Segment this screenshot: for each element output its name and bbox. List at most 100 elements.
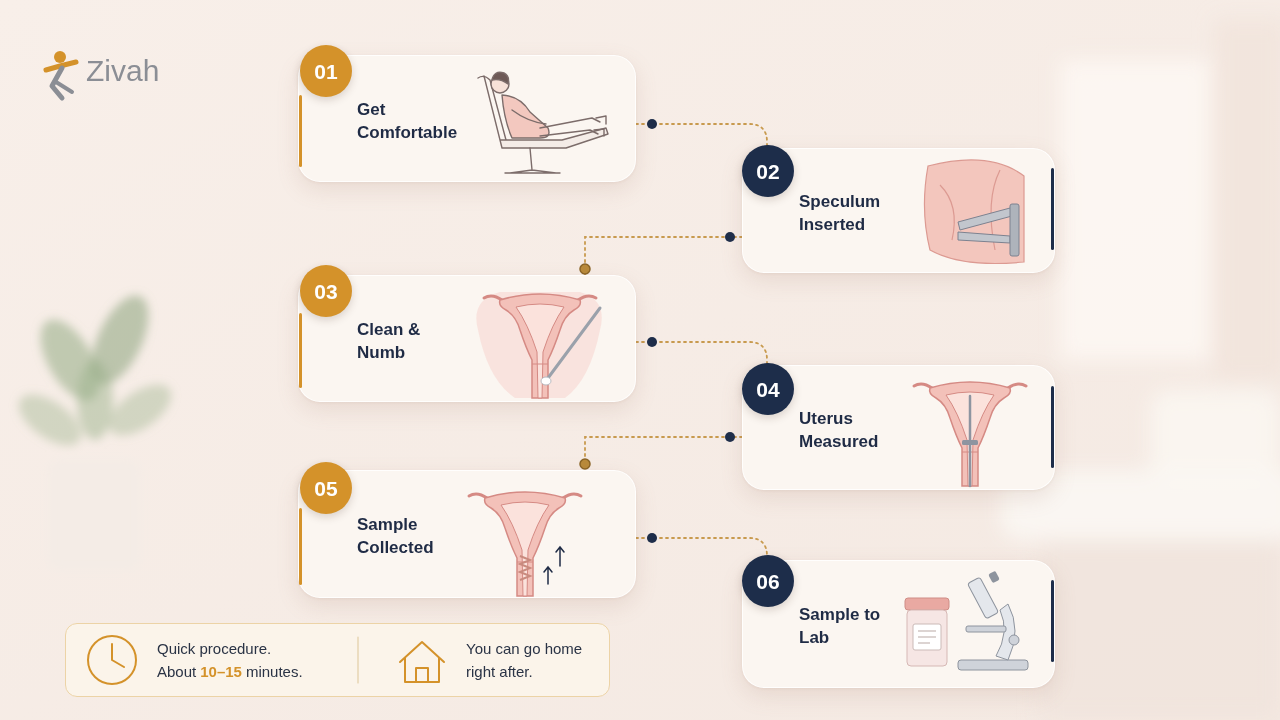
step-card: Sample to Lab 06	[742, 560, 1055, 688]
patient-hair	[492, 72, 509, 84]
swab-stick	[548, 308, 600, 378]
wall-panel	[1215, 20, 1280, 380]
step-card: Get Comfortable01	[298, 55, 636, 182]
house-door	[416, 668, 428, 682]
info-column: Quick procedure. About10–15minutes.	[157, 638, 377, 683]
step-number: 04	[756, 379, 779, 400]
chair-back	[478, 76, 506, 140]
speculum-handle	[1010, 204, 1019, 256]
icon-leg	[56, 82, 72, 92]
accent-bar	[1051, 386, 1054, 468]
brand-name: Zivah	[86, 54, 159, 88]
microscope-tube	[967, 577, 998, 619]
info-note: minutes.	[246, 663, 303, 680]
step-title: Sample to Lab	[799, 604, 909, 650]
dotted-connector	[585, 237, 742, 275]
sample-brush	[520, 556, 530, 580]
speculum-blade	[958, 208, 1012, 230]
microscope-stage	[966, 626, 1006, 632]
icon-arms	[46, 62, 76, 70]
connector-dot	[580, 459, 590, 469]
step-number-badge: 01	[300, 45, 352, 97]
microscope-eyepiece	[988, 571, 1000, 584]
info-line: Quick procedure.	[157, 638, 377, 661]
reclining-patient	[478, 72, 608, 173]
sound-marker	[962, 440, 978, 445]
measuring-illustration	[914, 382, 1026, 486]
leaf	[77, 360, 113, 440]
step-title: Clean & Numb	[357, 319, 467, 365]
house-icon	[400, 642, 444, 682]
swab-tip	[541, 377, 551, 385]
info-line: You can go home right after.	[466, 638, 604, 683]
microscope-base	[958, 660, 1028, 670]
step-number-badge: 04	[742, 363, 794, 415]
up-arrow	[556, 547, 564, 566]
uterus	[914, 382, 1026, 486]
brand-icon	[46, 51, 76, 98]
clock-icon	[88, 636, 136, 684]
dotted-connector	[636, 342, 767, 365]
connector-dot	[647, 119, 657, 129]
patient-dress	[502, 95, 549, 138]
label-lines	[918, 631, 936, 643]
blurred-plant	[10, 287, 180, 570]
step-number-badge: 03	[300, 265, 352, 317]
leaf	[10, 385, 90, 456]
accent-bar	[1051, 168, 1054, 250]
accent-bar	[299, 508, 302, 585]
step-title: Speculum Inserted	[799, 191, 909, 237]
info-icons	[88, 636, 444, 684]
step-title: Sample Collected	[357, 514, 467, 560]
uterine-sound	[969, 396, 972, 486]
icon-body	[52, 68, 62, 98]
info-note: Quick procedure.	[157, 640, 271, 657]
accent-bar	[299, 313, 302, 388]
step-number: 03	[314, 281, 337, 302]
up-arrow	[544, 567, 552, 584]
swab-illustration	[476, 292, 601, 398]
connector-dot	[647, 337, 657, 347]
step-card: Clean & Numb 03	[298, 275, 636, 402]
speculum-blade	[958, 232, 1010, 243]
lab-illustration	[905, 571, 1028, 670]
info-column: You can go home right after.	[466, 638, 604, 683]
microscope-knob	[1009, 635, 1019, 645]
connector-dot	[580, 264, 590, 274]
step-card: Uterus Measured04	[742, 365, 1055, 490]
chair-base	[505, 148, 560, 173]
info-box: Quick procedure. About10–15minutes. You ca…	[65, 623, 610, 697]
window-glow	[1060, 60, 1210, 360]
jar-label	[913, 624, 941, 650]
plant-pot	[48, 460, 140, 570]
chair-seat	[484, 76, 608, 148]
connector-dot	[647, 533, 657, 543]
step-number: 06	[756, 571, 779, 592]
step-number: 05	[314, 478, 337, 499]
step-number-badge: 05	[300, 462, 352, 514]
info-note: You can go home right after.	[466, 640, 582, 680]
patient-feet	[594, 116, 606, 136]
step-number-badge: 02	[742, 145, 794, 197]
leaf	[100, 375, 180, 446]
accent-bar	[1051, 580, 1054, 662]
anatomy-fold	[940, 170, 1000, 250]
accent-bar	[299, 95, 302, 167]
surround-tissue	[476, 292, 601, 398]
icon-head	[54, 51, 66, 63]
info-line: About10–15minutes.	[157, 661, 377, 684]
step-card: Speculum Inserted02	[742, 148, 1055, 273]
anatomy-shape	[924, 160, 1024, 264]
bed-head	[1150, 390, 1280, 480]
step-number-badge: 06	[742, 555, 794, 607]
dotted-connector	[636, 124, 767, 148]
info-divider	[357, 637, 358, 683]
clock-hands	[112, 644, 124, 667]
dotted-connector	[585, 437, 742, 470]
